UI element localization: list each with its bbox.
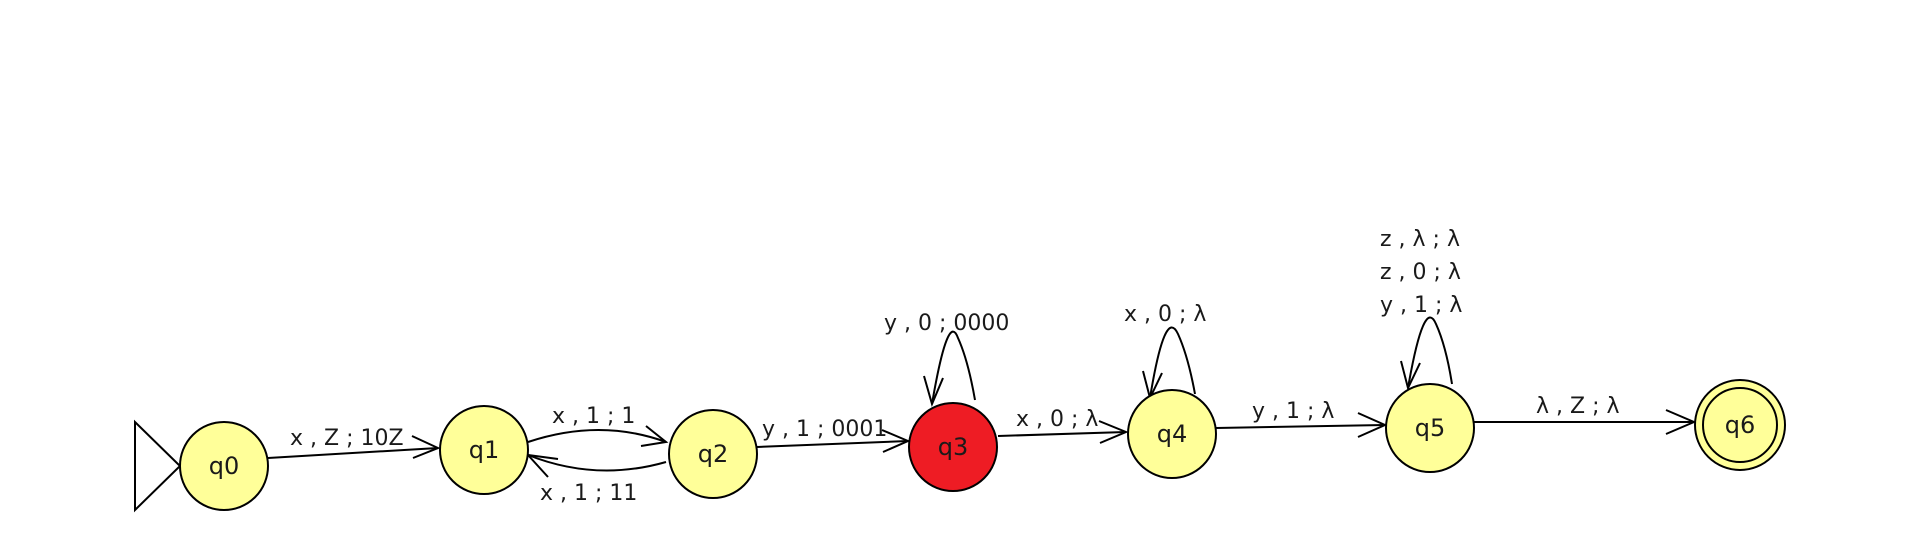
label-q4-loop: x , 0 ; λ [1124, 302, 1206, 327]
state-q2[interactable]: q2 [668, 409, 758, 499]
label-q5-loop-2: z , 0 ; λ [1380, 260, 1461, 285]
label-q3-loop: y , 0 ; 0000 [884, 311, 1009, 336]
edge-q0-q1 [267, 447, 439, 459]
state-label-q6: q6 [1725, 411, 1756, 439]
states: q0 q1 q2 q3 q4 q5 q6 [179, 379, 1786, 511]
label-q3-q4: x , 0 ; λ [1016, 407, 1098, 432]
label-q0-q1: x , Z ; 10Z [290, 426, 404, 451]
initial-state-marker [134, 419, 182, 513]
label-q1-q2: x , 1 ; 1 [552, 404, 635, 429]
arrowhead-q5-loop [1400, 360, 1421, 391]
label-q5-loop-3: y , 1 ; λ [1380, 293, 1462, 318]
arrowhead-q1-q2 [640, 425, 669, 447]
edge-q4-q5 [1215, 424, 1386, 429]
label-q5-q6: λ , Z ; λ [1536, 394, 1620, 419]
arrowhead-q4-q5 [1357, 412, 1388, 438]
arrowhead-q2-q1 [525, 453, 559, 478]
state-q3[interactable]: q3 [908, 402, 998, 492]
state-label-q3: q3 [938, 433, 969, 461]
state-label-q2: q2 [698, 440, 729, 468]
edge-q3-loop [931, 330, 976, 405]
arrowhead-q2-q3 [881, 429, 911, 453]
state-q6[interactable]: q6 [1694, 379, 1786, 471]
arrowhead-q0-q1 [411, 435, 441, 459]
edge-q2-q1 [527, 454, 667, 472]
label-q2-q1: x , 1 ; 11 [540, 481, 637, 506]
state-q0[interactable]: q0 [179, 421, 269, 511]
edge-q2-q3 [756, 440, 909, 448]
edge-q1-q2 [527, 429, 667, 443]
state-label-q1: q1 [469, 436, 500, 464]
label-q4-q5: y , 1 ; λ [1252, 399, 1334, 424]
edge-q3-q4 [997, 431, 1127, 437]
arrowhead-q5-q6 [1665, 409, 1697, 435]
state-q5[interactable]: q5 [1385, 383, 1475, 473]
arrowhead-q3-loop [923, 375, 944, 407]
transition-labels: x , Z ; 10Z x , 1 ; 1 x , 1 ; 11 y , 1 ;… [290, 227, 1620, 506]
state-q1[interactable]: q1 [439, 405, 529, 495]
state-label-q5: q5 [1415, 414, 1446, 442]
label-q2-q3: y , 1 ; 0001 [762, 417, 887, 442]
state-label-q4: q4 [1157, 420, 1188, 448]
edge-q4-loop [1149, 326, 1196, 399]
state-q4[interactable]: q4 [1127, 389, 1217, 479]
label-q5-loop-1: z , λ ; λ [1380, 227, 1460, 252]
state-label-q0: q0 [209, 452, 240, 480]
edge-q5-loop [1407, 316, 1453, 389]
arrowhead-q3-q4 [1098, 420, 1129, 444]
